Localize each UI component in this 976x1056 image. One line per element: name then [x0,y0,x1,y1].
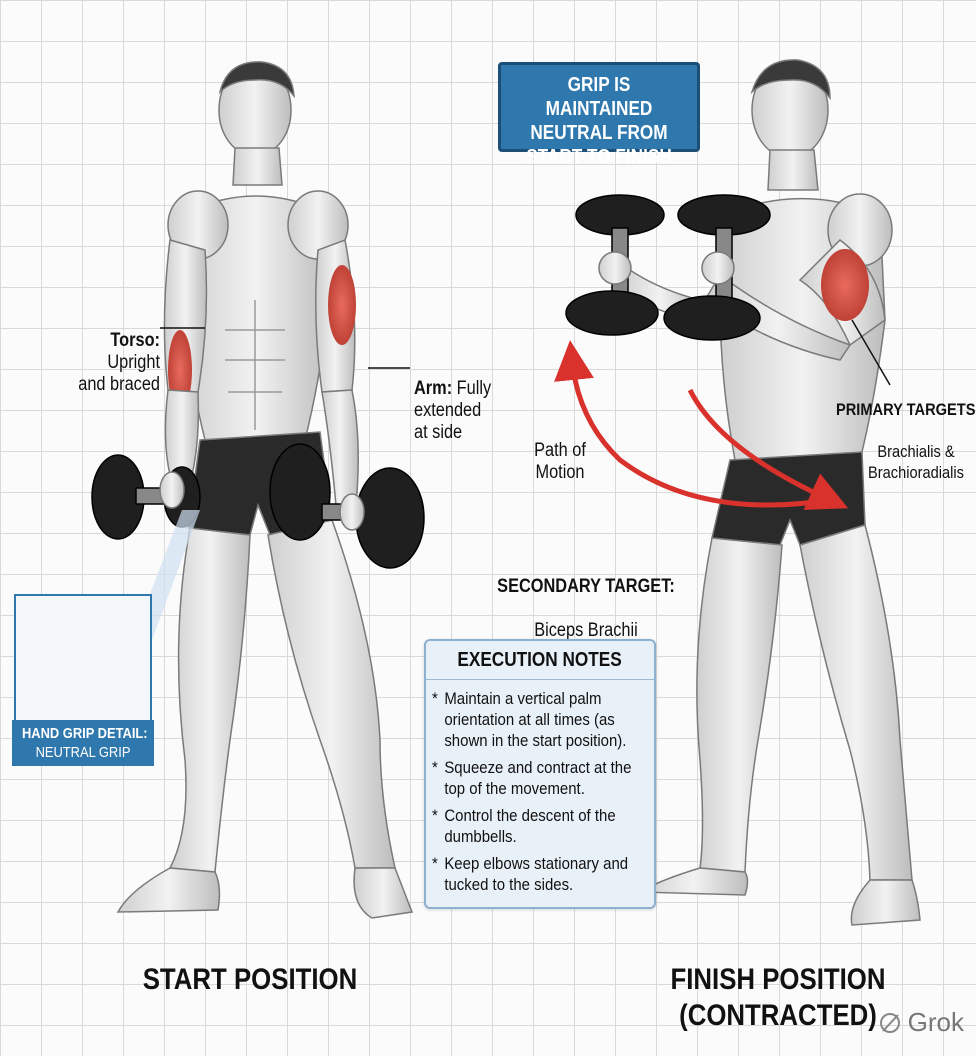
finish-figure [565,59,921,926]
execution-note-item: *Maintain a vertical palm orientation at… [432,689,627,750]
execution-note-item: *Control the descent of the dumbbells. [432,806,616,846]
grip-detail-title: HAND GRIP DETAIL: [21,725,148,742]
finish-target-muscle [821,249,869,321]
bullet-icon: * [432,854,438,873]
path-of-motion-arrow [554,340,831,508]
bullet-icon: * [432,689,438,708]
start-figure [91,61,425,919]
grok-logo-icon [879,1012,900,1033]
bullet-icon: * [432,758,438,777]
start-position-title: START POSITION [142,963,358,996]
execution-note-item: *Keep elbows stationary and tucked to th… [432,854,629,894]
finish-dumbbell-2 [663,194,771,341]
torso-label: Torso: Upright and braced [78,330,160,395]
execution-notes-title: EXECUTION NOTES [426,641,654,680]
path-of-motion-arrow-down [687,388,849,510]
grip-detail-subtitle: NEUTRAL GRIP [35,744,131,761]
grok-watermark: Grok [878,1007,964,1038]
hand-grip-detail-caption: HAND GRIP DETAIL: NEUTRAL GRIP [12,720,154,766]
start-hair [218,61,295,99]
start-left-leg [168,527,251,873]
finish-hair [750,59,831,101]
grip-detail-connector [150,510,200,640]
secondary-target-label: SECONDARY TARGET: Biceps Brachii [497,576,675,641]
arm-label: Arm: Fully extended at side [414,378,492,443]
start-right-target-muscle [328,265,356,345]
execution-note-item: *Squeeze and contract at the top of the … [432,758,632,798]
start-right-leg [267,519,396,869]
grip-maintained-callout: GRIP IS MAINTAINED NEUTRAL FROM START TO… [498,62,700,168]
finish-position-title: FINISH POSITION (CONTRACTED) [670,963,886,1032]
primary-leader [851,319,891,386]
path-of-motion-label: Path of Motion [534,440,586,483]
finish-dumbbell-1 [565,194,665,336]
primary-targets-label: PRIMARY TARGETS Brachialis & Brachioradi… [836,400,976,482]
finish-right-leg [799,524,913,881]
execution-notes-panel: EXECUTION NOTES *Maintain a vertical pal… [424,639,656,909]
execution-notes-list: *Maintain a vertical palm orientation at… [426,680,654,895]
bullet-icon: * [432,806,438,825]
